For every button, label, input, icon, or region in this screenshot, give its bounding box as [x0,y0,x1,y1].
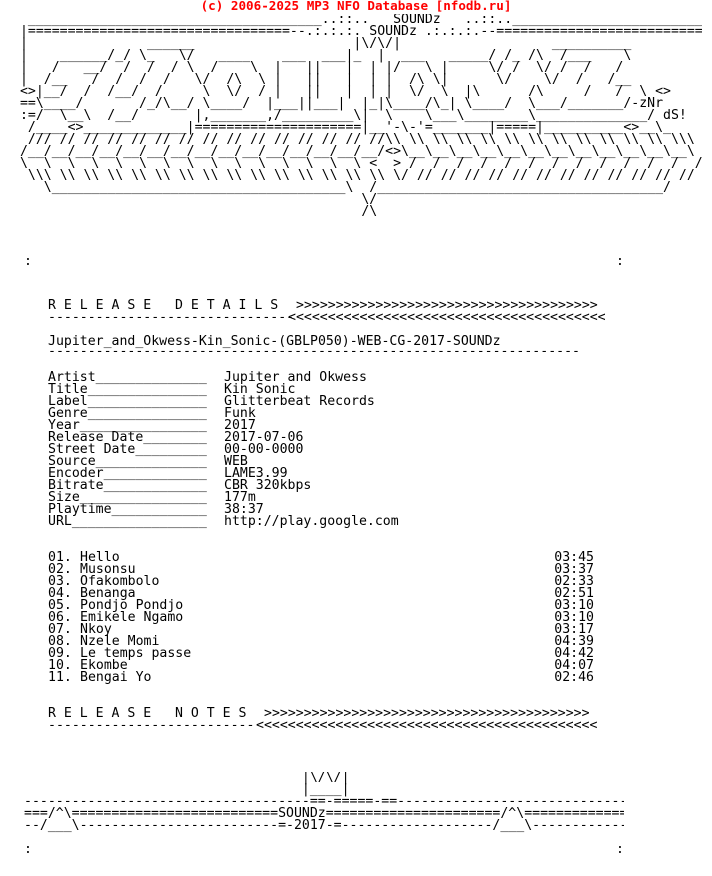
track-duration: 02:33 [554,574,594,589]
track-row: 01. Hello 03:45 [48,550,594,565]
track-duration: 04:39 [554,634,594,649]
track-title: Ofakombolo [80,574,160,589]
release-details-heading: R E L E A S E D E T A I L S [48,298,279,313]
detail-key: Size________________ [48,490,207,505]
detail-value: 2017-07-06 [224,430,304,445]
track-number: 11. [48,670,72,685]
track-row: 02. Musonsu 03:37 [48,562,594,577]
track-number: 08. [48,634,72,649]
track-number: 09. [48,646,72,661]
track-number: 02. [48,562,72,577]
detail-key: URL_________________ [48,514,207,529]
detail-value: 00-00-0000 [224,442,304,457]
track-duration: 02:46 [554,670,594,685]
track-row: 04. Benanga 02:51 [48,586,594,601]
release-notes-arrows-right: >>>>>>>>>>>>>>>>>>>>>>>>>>>>>>>>>>>>>>>>… [264,706,590,721]
track-duration: 03:17 [554,622,594,637]
detail-key: Artist______________ [48,370,207,385]
detail-value: LAME3.99 [224,466,288,481]
detail-key: Source______________ [48,454,207,469]
release-notes-underline: -------------------------- [48,718,255,733]
track-duration: 02:51 [554,586,594,601]
track-number: 01. [48,550,72,565]
track-row: 03. Ofakombolo 02:33 [48,574,594,589]
track-title: Benanga [80,586,136,601]
track-title: Nkoy [80,622,112,637]
track-row: 08. Nzele Momi 04:39 [48,634,594,649]
track-number: 06. [48,610,72,625]
track-row: 11. Bengai Yo 02:46 [48,670,594,685]
detail-key: Street Date_________ [48,442,207,457]
detail-key: Year________________ [48,418,207,433]
track-duration: 04:07 [554,658,594,673]
detail-value: CBR 320kbps [224,478,312,493]
track-title: Bengai Yo [80,670,152,685]
site-header: (c) 2006-2025 MP3 NFO Database [nfodb.ru… [200,0,512,13]
track-row: 07. Nkoy 03:17 [48,622,594,637]
detail-value: WEB [224,454,248,469]
detail-value: Glitterbeat Records [224,394,375,409]
detail-value: Jupiter and Okwess [224,370,367,385]
detail-value: Funk [224,406,256,421]
track-number: 03. [48,574,72,589]
track-row: 06. Emikele Ngamo 03:10 [48,610,594,625]
track-title: Nzele Momi [80,634,160,649]
track-duration: 03:10 [554,598,594,613]
track-duration: 03:45 [554,550,594,565]
detail-key: Release Date________ [48,430,207,445]
detail-key: Title_______________ [48,382,207,397]
detail-key: Label_______________ [48,394,207,409]
detail-value: http://play.google.com [224,514,399,529]
detail-value: 177m [224,490,256,505]
track-title: Pondjo Pondjo [80,598,184,613]
left-border-dots: : : [24,254,32,857]
detail-key: Playtime____________ [48,502,207,517]
track-row: 10. Ekombe 04:07 [48,658,594,673]
track-duration: 03:37 [554,562,594,577]
track-number: 07. [48,622,72,637]
track-title: Hello [80,550,120,565]
release-name-underline: ----------------------------------------… [48,344,580,359]
detail-value: 38:37 [224,502,264,517]
track-title: Emikele Ngamo [80,610,184,625]
detail-key: Bitrate_____________ [48,478,207,493]
track-duration: 03:10 [554,610,594,625]
track-row: 05. Pondjo Pondjo 03:10 [48,598,594,613]
track-title: Ekombe [80,658,128,673]
track-title: Musonsu [80,562,136,577]
detail-key: Genre_______________ [48,406,207,421]
track-title: Le temps passe [80,646,192,661]
release-details-arrows-right: >>>>>>>>>>>>>>>>>>>>>>>>>>>>>>>>>>>>>> [296,298,598,313]
track-duration: 04:42 [554,646,594,661]
track-number: 10. [48,658,72,673]
detail-value: 2017 [224,418,256,433]
track-number: 04. [48,586,72,601]
release-notes-heading: R E L E A S E N O T E S [48,706,247,721]
track-number: 05. [48,598,72,613]
release-details-underline: ------------------------------- [48,310,295,325]
detail-key: Encoder_____________ [48,466,207,481]
detail-value: Kin Sonic [224,382,296,397]
release-details-arrows-left: <<<<<<<<<<<<<<<<<<<<<<<<<<<<<<<<<<<<<<<< [288,310,606,325]
right-border-dots: : : [616,254,624,857]
footer-ascii-art: |\/\/| |____| --------------------------… [24,772,624,833]
soundz-logo-ascii-art: _____________________________________..:… [19,14,702,219]
release-name: Jupiter_and_Okwess-Kin_Sonic-(GBLP050)-W… [48,334,501,349]
release-notes-arrows-left: <<<<<<<<<<<<<<<<<<<<<<<<<<<<<<<<<<<<<<<<… [256,718,598,733]
track-row: 09. Le temps passe 04:42 [48,646,594,661]
